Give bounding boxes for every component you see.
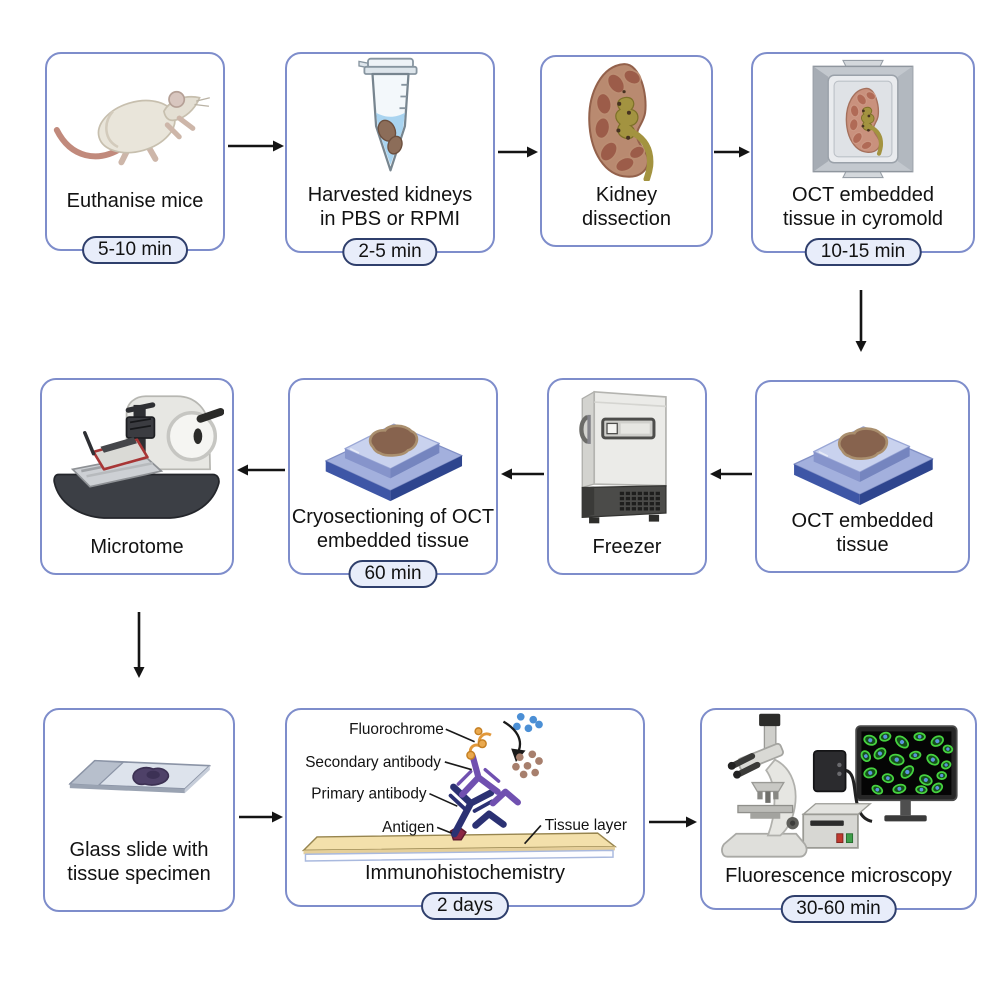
node-title: Freezer [592,536,662,558]
time-badge: 10-15 min [804,238,922,266]
arrow-cryomold-to-octblock [853,290,869,352]
fluorescent-cells [860,731,954,795]
arrow-microtome-to-slide [131,612,147,678]
fluorochrome-label: Fluorochrome [349,721,444,738]
arrow-freezer-to-cryosectioning [501,466,544,482]
time-badge: 2 days [421,892,509,920]
cryomold-illustration [753,54,973,183]
arrow-ihc-to-microscopy [649,814,697,830]
arrow-dissection-to-cryomold [714,144,750,160]
microcentrifuge-tube-illustration [287,54,493,183]
node-microtome: Microtome [40,378,234,575]
antibody-binding-diagram: Fluorochrome Secondary antibody Primary … [287,710,643,862]
mouse-illustration [47,54,223,189]
microtome-illustration [42,380,232,535]
freezer-illustration [549,380,705,535]
time-badge: 30-60 min [780,895,897,923]
arrow-cryosectioning-to-microtome [237,462,285,478]
time-badge: 5-10 min [82,236,188,264]
node-freezer: Freezer [547,378,707,575]
arrow-octblock-to-freezer [710,466,752,482]
primary-antibody-label: Primary antibody [311,785,427,802]
node-title: Fluorescence microscopy [725,865,952,887]
arrow-euthanise-to-harvest [228,138,284,154]
arrow-slide-to-ihc [239,809,283,825]
kidney-illustration [542,57,711,183]
node-title: Euthanise mice [66,190,204,212]
antigen-label: Antigen [382,819,434,836]
glass-slide-illustration [45,710,233,838]
time-badge: 2-5 min [342,238,438,266]
node-title: Microtome [90,536,184,558]
tissue-layer-label: Tissue layer [545,817,627,834]
node-immunohistochemistry: Fluorochrome Secondary antibody Primary … [285,708,645,920]
oct-block-illustration [290,380,496,505]
arrow-harvest-to-dissection [498,144,538,160]
node-fluorescence-microscopy: Fluorescence microscopy 30-60 min [700,708,977,923]
secondary-antibody-label: Secondary antibody [305,753,441,770]
node-title: Immunohistochemistry [364,862,566,884]
time-badge: 60 min [348,560,438,588]
oct-block-illustration [757,382,968,509]
node-euthanise-mice: Euthanise mice 5-10 min [45,52,225,264]
fluorescence-microscope-illustration [702,710,975,864]
